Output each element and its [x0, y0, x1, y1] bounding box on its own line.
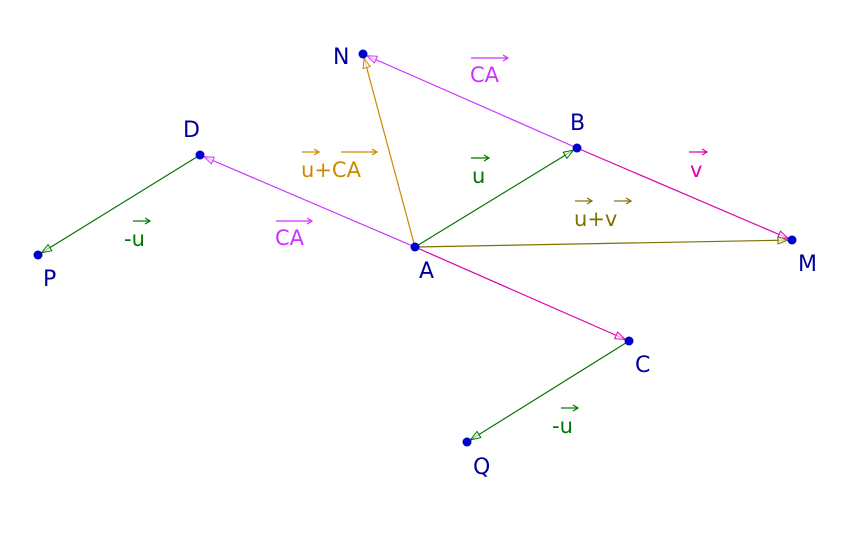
vector-u-segment — [414, 147, 578, 248]
vector-neg-u-dp-label: -u — [124, 217, 152, 251]
vector-u-label: u — [471, 154, 491, 188]
vector-labels: u v CA CA u+CA — [124, 54, 709, 438]
vector-u-plus-v-part-v: v — [605, 207, 617, 231]
vector-ca-ad-segment — [199, 154, 416, 248]
vector-segments — [37, 53, 793, 443]
vector-neg-u-dp-arrowhead — [40, 243, 53, 254]
vector-neg-u-cq-part-minus: - — [552, 414, 560, 438]
point-label-m: M — [798, 252, 817, 277]
point-label-c: C — [635, 353, 650, 378]
vector-u-plus-ca-text: u+CA — [301, 158, 362, 182]
point-m[interactable] — [787, 235, 797, 245]
point-label-q: Q — [473, 455, 490, 480]
point-labels: A B C D M N P Q — [43, 45, 817, 480]
point-label-p: P — [43, 267, 56, 292]
vector-u-plus-v-text: u+v — [574, 207, 617, 231]
vector-ca-bn-text: CA — [470, 63, 500, 87]
vector-u-plus-v-arrowhead — [777, 235, 790, 245]
vector-v-text: v — [690, 158, 702, 182]
vector-ac-segment — [414, 246, 630, 342]
vector-neg-u-cq-arrowhead — [469, 430, 482, 441]
vector-v-segment — [576, 147, 793, 241]
vector-v-overarrow-head — [701, 148, 709, 156]
vector-v-label: v — [689, 148, 709, 182]
vector-u-plus-ca-part-ca: CA — [332, 158, 362, 182]
point-label-a: A — [419, 259, 434, 284]
vector-u-plus-v-overarrow-u-head — [586, 197, 594, 205]
vector-u-plus-v-label: u+v — [574, 197, 633, 231]
vector-u-plus-ca-label: u+CA — [301, 148, 379, 182]
vector-neg-u-dp-part-u: u — [132, 227, 145, 251]
vector-ca-ad-arrowhead — [202, 156, 216, 165]
point-c[interactable] — [624, 336, 634, 346]
vector-u-plus-v-part-plus: + — [587, 207, 605, 231]
vector-ca-bn-arrowhead — [365, 55, 379, 64]
vector-neg-u-dp-segment — [37, 154, 201, 256]
vector-neg-u-cq-overarrow-head — [572, 404, 580, 412]
vector-ca-bn-segment — [362, 53, 578, 149]
vector-u-plus-ca-part-plus: + — [314, 158, 332, 182]
vector-arrowheads — [40, 55, 790, 441]
point-q[interactable] — [462, 437, 472, 447]
vector-u-arrowhead — [562, 149, 575, 160]
vector-neg-u-dp-part-minus: - — [124, 227, 132, 251]
vector-ca-ad-overarrow-head — [306, 217, 314, 225]
vector-neg-u-cq-label: -u — [552, 404, 580, 438]
vector-neg-u-cq-segment — [466, 340, 630, 443]
vector-ac-arrowhead — [613, 331, 627, 340]
vector-u-plus-ca-part-u: u — [301, 158, 314, 182]
vector-ca-ad-text: CA — [275, 226, 305, 250]
point-label-n: N — [333, 45, 349, 70]
points — [33, 49, 797, 447]
vector-neg-u-dp-text: -u — [124, 227, 145, 251]
vector-ca-bn-label: CA — [470, 54, 510, 87]
point-b[interactable] — [572, 143, 582, 153]
point-a[interactable] — [410, 242, 420, 252]
point-p[interactable] — [33, 250, 43, 260]
vector-u-plus-ca-overarrow-ca-head — [371, 148, 379, 156]
vector-neg-u-dp-overarrow-head — [144, 217, 152, 225]
vector-ca-ad-label: CA — [275, 217, 314, 250]
point-d[interactable] — [195, 150, 205, 160]
point-n[interactable] — [358, 49, 368, 59]
vector-u-plus-v-segment — [414, 239, 793, 248]
vector-u-plus-ca-arrowhead — [362, 56, 371, 70]
vector-u-plus-ca-overarrow-u-head — [313, 148, 321, 156]
vector-ca-bn-overarrow-head — [502, 54, 510, 62]
vector-u-plus-ca-segment — [362, 53, 416, 248]
vector-u-plus-v-overarrow-v-head — [625, 197, 633, 205]
vector-neg-u-cq-part-u: u — [560, 414, 573, 438]
vector-u-overarrow-head — [483, 154, 491, 162]
vector-u-text: u — [472, 164, 485, 188]
point-label-d: D — [183, 118, 200, 143]
vector-u-plus-v-part-u: u — [574, 207, 587, 231]
point-label-b: B — [570, 111, 585, 136]
vector-neg-u-cq-text: -u — [552, 414, 573, 438]
